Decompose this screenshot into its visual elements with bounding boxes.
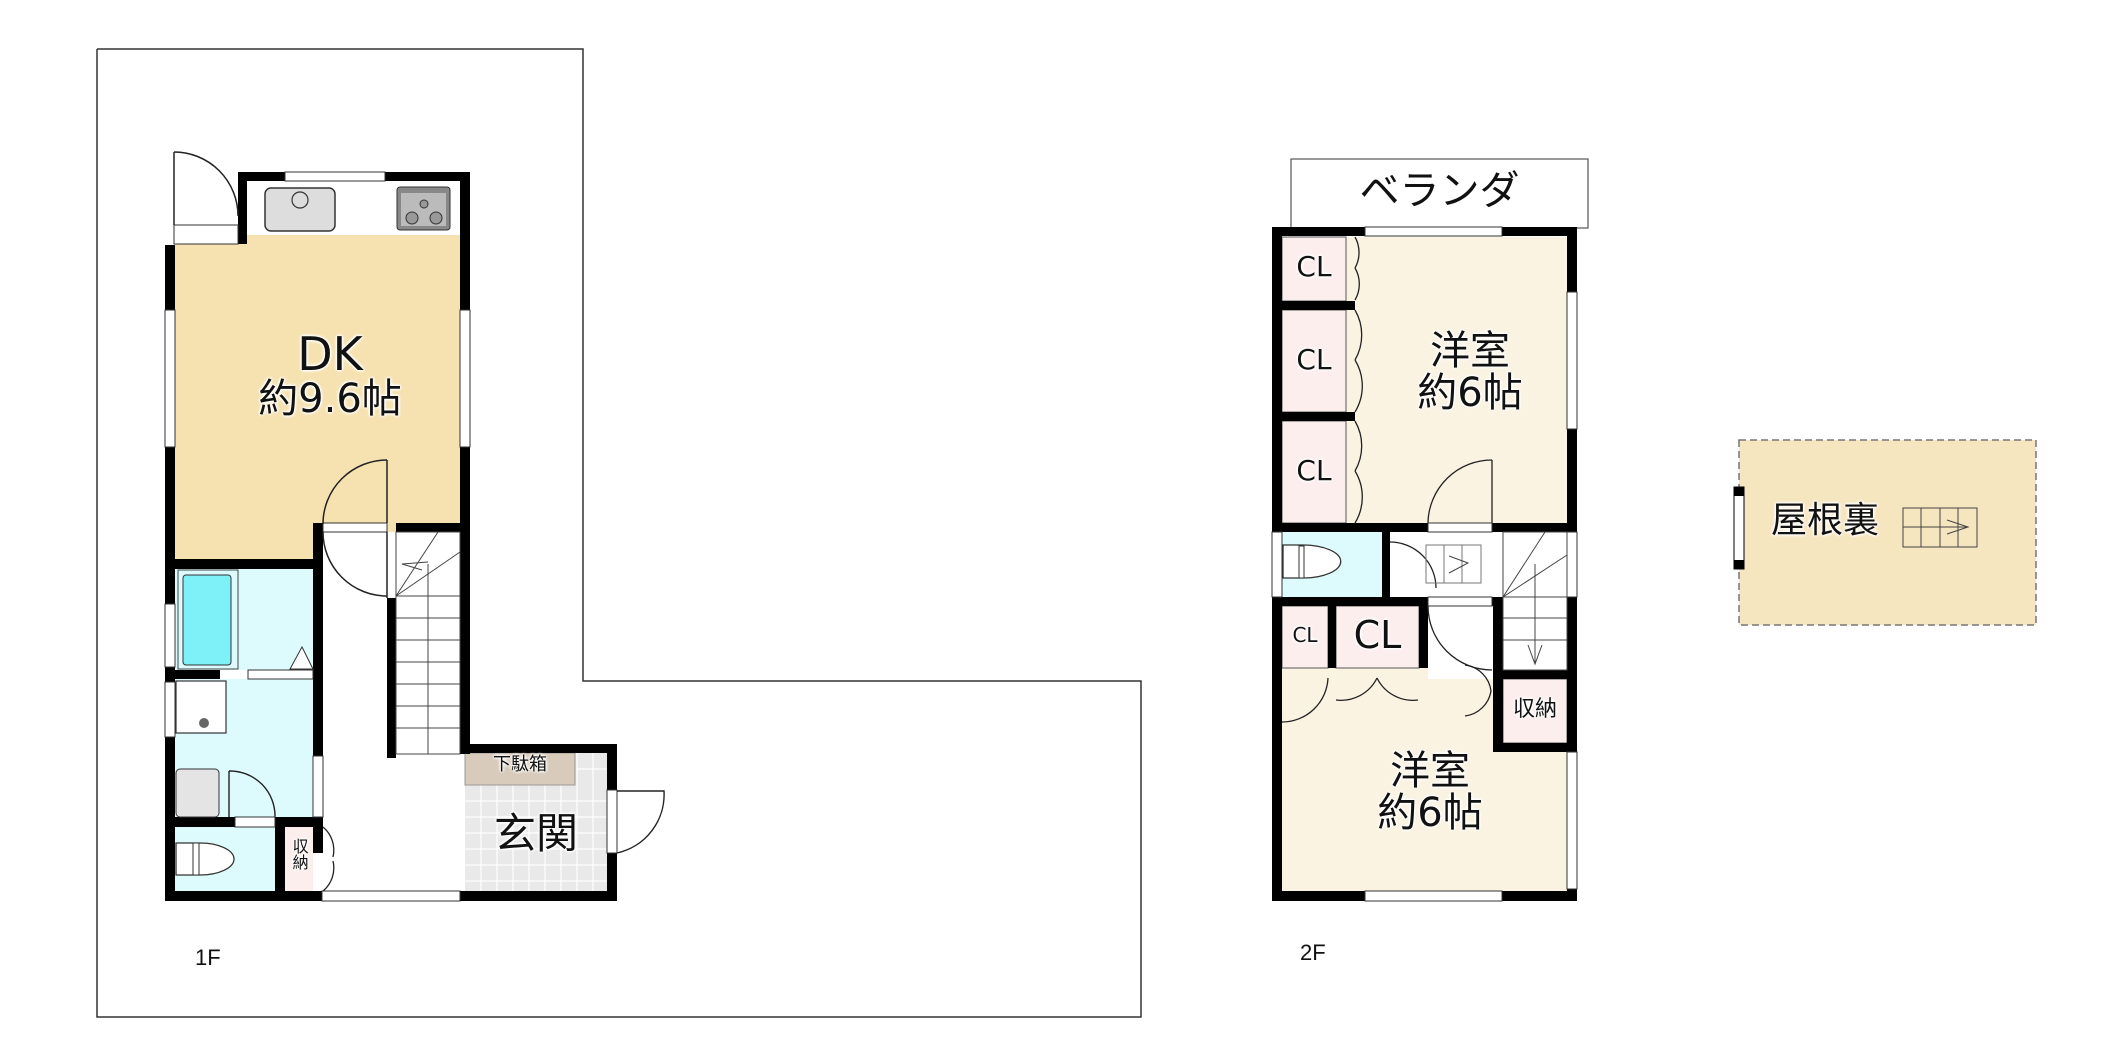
dk-room-size: 約9.6帖	[258, 376, 402, 423]
attic-label: 屋根裏	[1770, 500, 1879, 541]
dk-floor	[175, 235, 460, 559]
storage-label-2f: 収納	[1512, 697, 1557, 722]
western-room-1-label: 洋室 約6帖	[1380, 330, 1560, 414]
dk-room-label: DK 約9.6帖	[240, 327, 420, 423]
floor-label-2f: 2F	[1300, 940, 1326, 965]
closet-label-5: CL	[1353, 613, 1402, 657]
storage-label-1f: 収納	[289, 838, 309, 870]
veranda-outline	[1290, 158, 1589, 229]
western-room-2-label: 洋室 約6帖	[1340, 750, 1520, 834]
attic-outline	[1738, 439, 2037, 626]
western-room-1-name: 洋室	[1430, 328, 1510, 374]
genkan-label: 玄関	[493, 809, 578, 858]
closet-label-1: CL	[1296, 250, 1332, 283]
closet-label-4: CL	[1292, 623, 1318, 647]
western-room-2-size: 約6帖	[1377, 790, 1483, 836]
closet-label-3: CL	[1296, 454, 1332, 487]
floor-label-1f: 1F	[195, 945, 221, 970]
lot-outline-1f	[96, 48, 1142, 1018]
shoebox-label: 下駄箱	[493, 754, 547, 775]
dk-room-name: DK	[297, 327, 363, 381]
western-room-2-name: 洋室	[1390, 748, 1470, 794]
western-room-1-size: 約6帖	[1417, 370, 1523, 416]
closet-label-2: CL	[1296, 343, 1332, 376]
veranda-label: ベランダ	[1359, 168, 1520, 214]
